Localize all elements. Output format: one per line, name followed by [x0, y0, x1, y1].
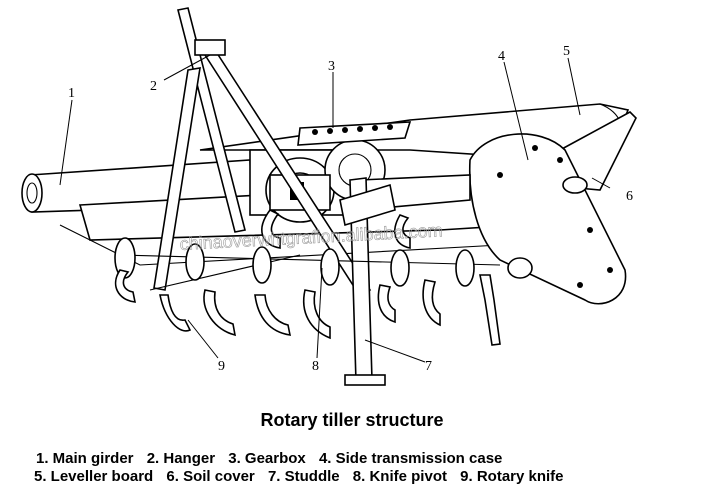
leader-1: [59, 99, 73, 186]
callout-5: 5: [563, 44, 570, 59]
leader-7: [364, 339, 426, 363]
callout-1: 1: [68, 86, 75, 101]
legend-item-side-transmission-case: 4. Side transmission case: [318, 450, 503, 467]
callout-9: 9: [218, 359, 225, 374]
rotary-tiller-drawing: chinaoverwhtgrafion.alibaba.com 1 2 3 4 …: [21, 7, 637, 386]
callout-4: 4: [498, 49, 505, 64]
leader-5: [567, 57, 581, 116]
figure-caption: Rotary tiller structure: [260, 410, 444, 430]
side-transmission-case: [468, 133, 627, 305]
callout-7: 7: [425, 359, 432, 374]
rotary-knives: [114, 208, 501, 346]
leader-8: [316, 267, 323, 359]
leader-9: [187, 319, 219, 359]
legend-item-gearbox: 3. Gearbox: [228, 450, 306, 467]
callout-2: 2: [150, 79, 157, 94]
leader-4: [503, 61, 529, 161]
callout-3: 3: [328, 59, 335, 74]
legend-item-main-girder: 1. Main girder: [36, 450, 134, 467]
legend-item-rotary-knife: 9. Rotary knife: [460, 468, 564, 485]
legend-line-1: 1. Main girder 2. Hanger 3. Gearbox 4. S…: [36, 450, 502, 467]
legend-line-2: 5. Leveller board 6. Soil cover 7. Studd…: [34, 468, 564, 485]
hanger: [177, 7, 246, 233]
callout-6: 6: [626, 189, 633, 204]
main-girder-end-cap: [21, 173, 43, 213]
legend-item-studdle: 7. Studdle: [267, 468, 340, 485]
legend-item-soil-cover: 6. Soil cover: [166, 468, 255, 485]
leader-6: [591, 177, 611, 189]
leader-2: [163, 54, 211, 81]
legend-item-hanger: 2. Hanger: [146, 450, 216, 467]
callout-8: 8: [312, 359, 319, 374]
knife-pivot: [114, 237, 501, 287]
legend-item-leveller-board: 5. Leveller board: [34, 468, 154, 485]
legend-item-knife-pivot: 8. Knife pivot: [352, 468, 447, 485]
